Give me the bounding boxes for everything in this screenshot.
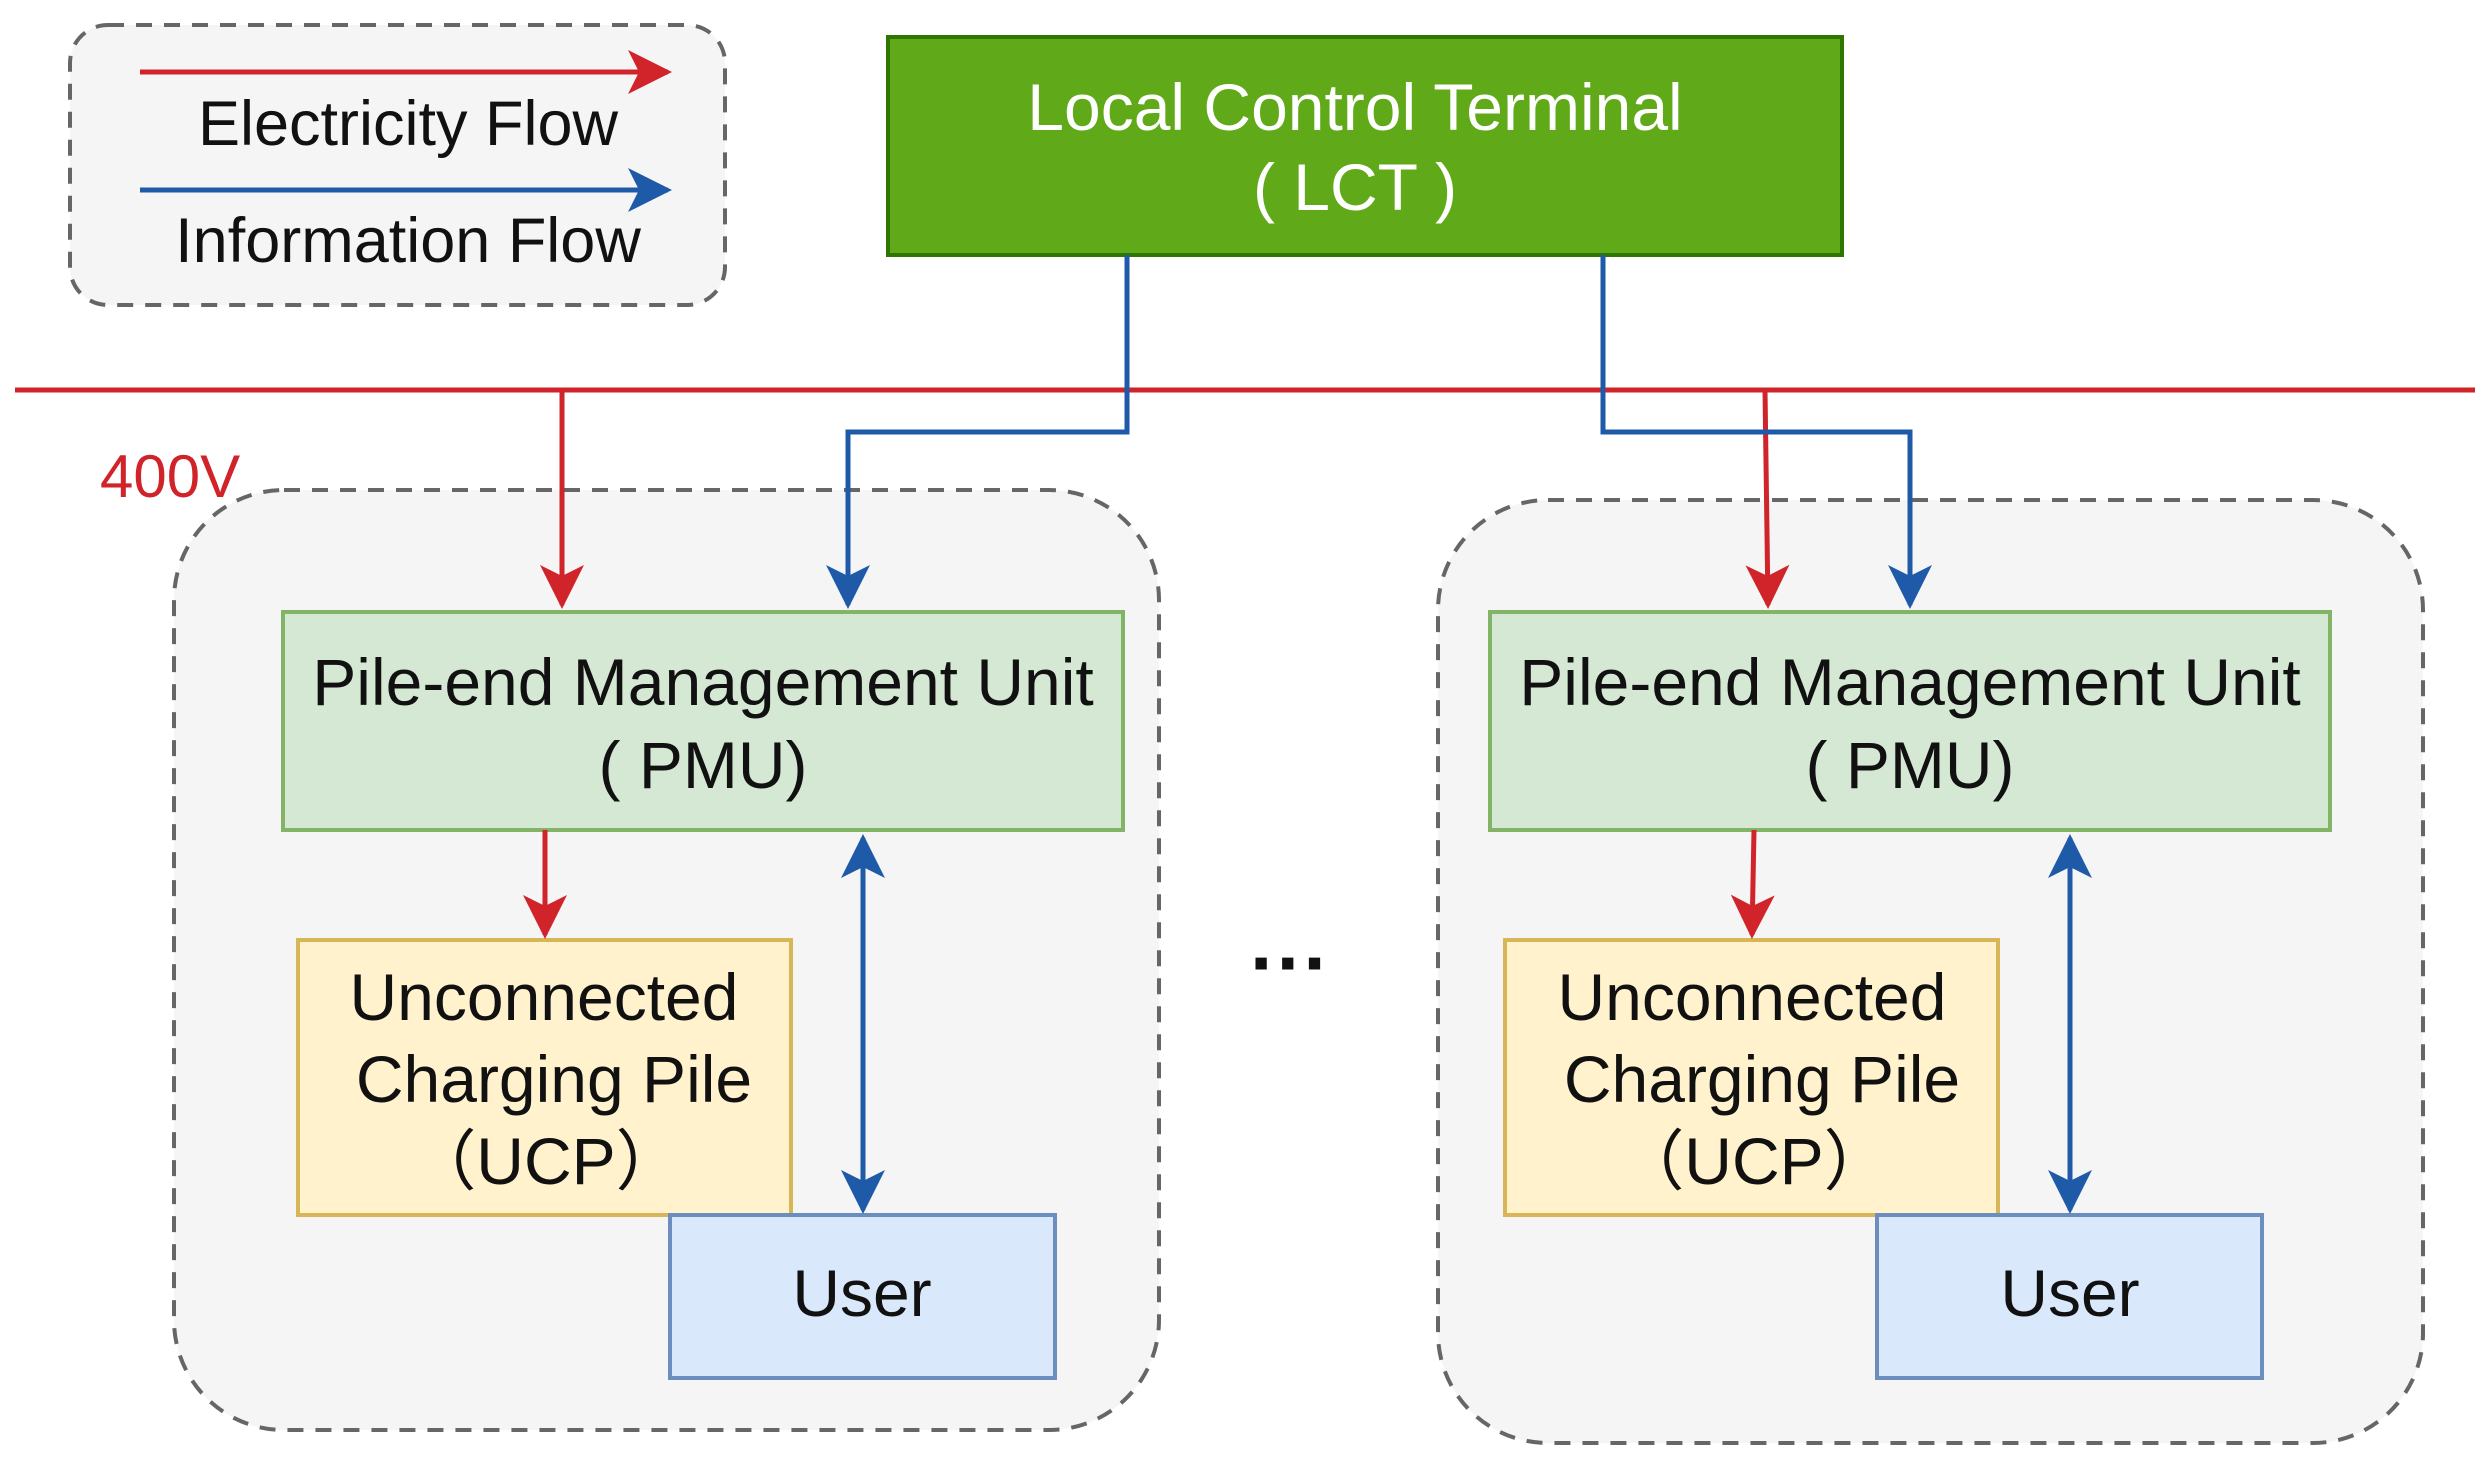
unit-2: Pile-end Management Unit ( PMU) Unconnec… [1488, 610, 2332, 1380]
information-arrow-lct-to-pmu-2 [1600, 255, 1932, 609]
bus-voltage-label: 400V [100, 443, 240, 510]
legend: Electricity Flow Information Flow [68, 23, 727, 307]
pmu-box-1 [281, 610, 1125, 832]
information-arrow-lct-to-pmu-1 [826, 255, 1130, 609]
user-box-1 [668, 1213, 1057, 1380]
more-units-ellipsis: ··· [1250, 918, 1330, 1007]
legend-box [68, 23, 727, 307]
pmu-box-2 [1488, 610, 2332, 832]
ucp-line3-2: （UCP） [1618, 1124, 1889, 1198]
pmu-abbr-1: ( PMU) [599, 728, 808, 802]
electricity-arrow-pmu-to-ucp-2 [1730, 829, 1775, 939]
unit-1: Pile-end Management Unit ( PMU) Unconnec… [281, 610, 1125, 1380]
pmu-title-1: Pile-end Management Unit [312, 645, 1093, 719]
lct-title: Local Control Terminal [1027, 70, 1682, 144]
user-label-1: User [792, 1256, 931, 1330]
local-control-terminal: Local Control Terminal ( LCT ) [886, 35, 1844, 257]
pmu-title-2: Pile-end Management Unit [1519, 645, 2300, 719]
ucp-box-1 [296, 938, 793, 1217]
electricity-flow-legend-label: Electricity Flow [198, 89, 619, 159]
electricity-arrow-bus-to-pmu-2 [1745, 389, 1790, 609]
ucp-line1-1: Unconnected [350, 960, 739, 1034]
ucp-line2-1: Charging Pile [356, 1042, 752, 1116]
ucp-line2-2: Charging Pile [1564, 1042, 1960, 1116]
ucp-line3-1: （UCP） [410, 1124, 681, 1198]
information-flow-legend-label: Information Flow [175, 206, 641, 276]
ucp-line1-2: Unconnected [1558, 960, 1947, 1034]
user-label-2: User [2000, 1256, 2139, 1330]
pmu-abbr-2: ( PMU) [1806, 728, 2015, 802]
lct-box [886, 35, 1844, 257]
user-box-2 [1875, 1213, 2264, 1380]
ucp-box-2 [1503, 938, 2000, 1217]
lct-abbr: ( LCT ) [1253, 150, 1457, 224]
